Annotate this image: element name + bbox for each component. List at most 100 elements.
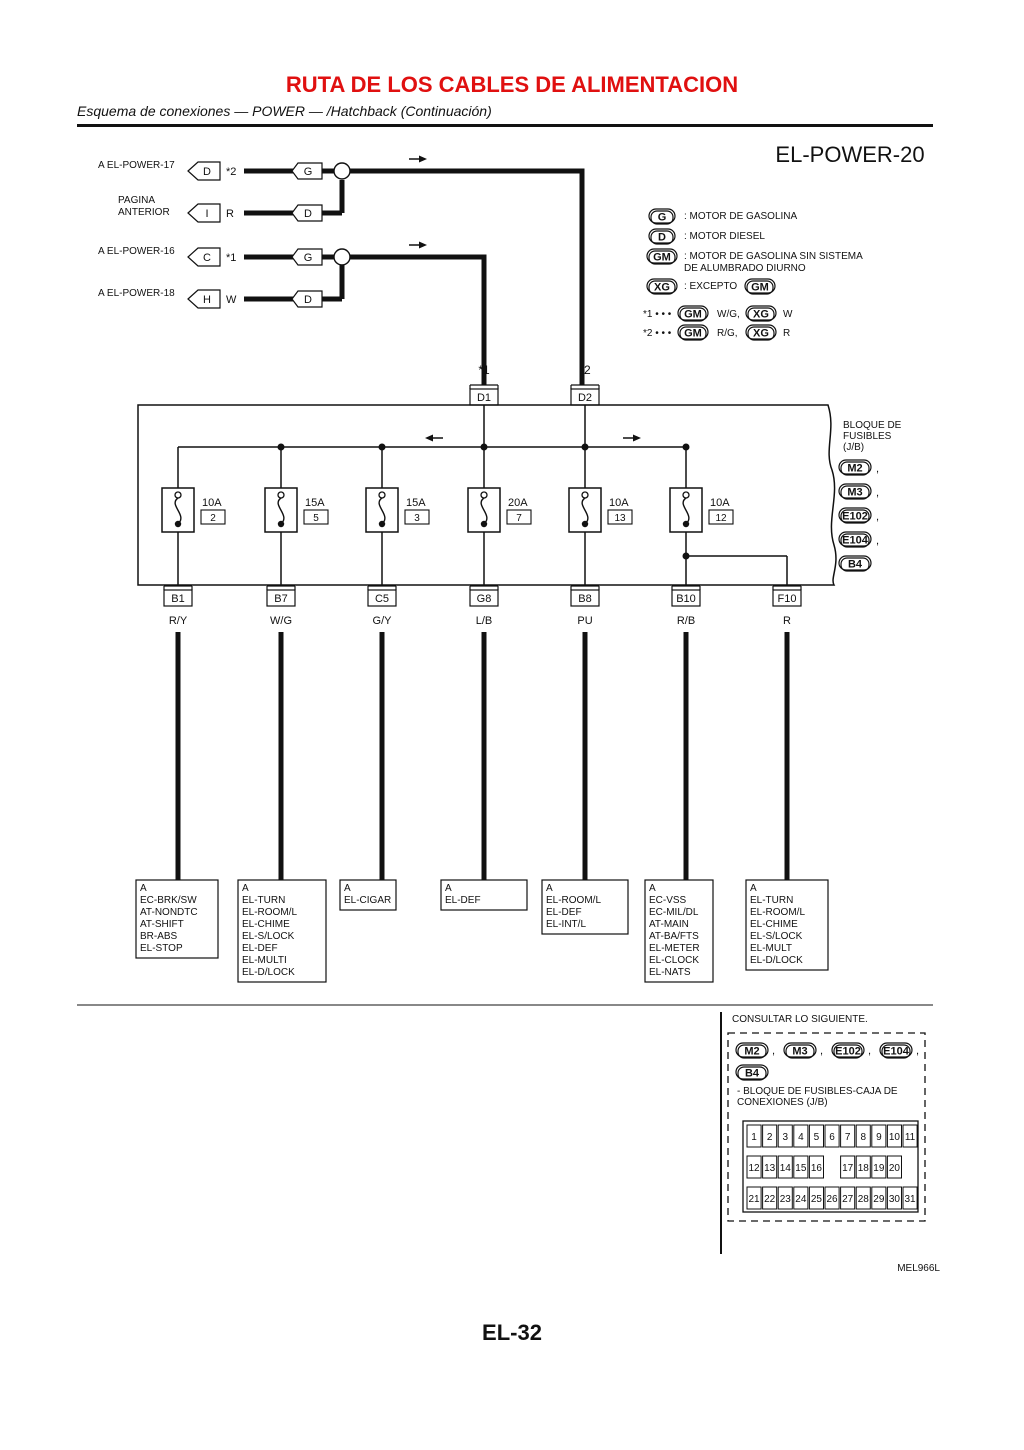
- output-4-ref-0: A: [546, 883, 553, 894]
- reference-cell-text-1-4: 16: [811, 1163, 823, 1174]
- fuse-block-sep-0: ,: [876, 463, 879, 475]
- fuse-block-connector-3-text: E104: [842, 535, 869, 547]
- reference-sep-2: ,: [868, 1045, 871, 1057]
- input-2-connector-circle: [333, 248, 351, 266]
- note-badge2-0-text: XG: [753, 309, 769, 321]
- fuse-block-connector-0-text: M2: [847, 463, 862, 475]
- reference-cell-1-3: [793, 1155, 809, 1179]
- reference-cell-2-6: [840, 1186, 856, 1210]
- fuse-block-sep-1: ,: [876, 487, 879, 499]
- output-4-connector: [570, 589, 600, 607]
- output-6-ref-0: A: [750, 883, 757, 894]
- legend-badge-0-inner: [650, 210, 674, 225]
- reference-cell-text-0-4: 5: [814, 1132, 820, 1143]
- output-6-ref-5: EL-MULT: [750, 943, 792, 954]
- output-1-ref-5: EL-DEF: [242, 943, 278, 954]
- output-4-ref-3: EL-INT/L: [546, 919, 586, 930]
- drop-connector-0-tab: [469, 384, 499, 389]
- reference-cell-text-0-8: 9: [876, 1132, 882, 1143]
- reference-cell-0-6: [840, 1124, 856, 1148]
- fuse-3-junction: [480, 443, 488, 451]
- reference-connector-4-inner: [737, 1066, 767, 1081]
- fuse-block-connector-3-inner: [840, 533, 870, 548]
- fuse-4-amp: 10A: [609, 497, 629, 509]
- legend-text-2-1: DE ALUMBRADO DIURNO: [684, 263, 806, 274]
- main-wire-2: [350, 168, 585, 385]
- input-2-badge-text: G: [304, 252, 313, 264]
- input-0-terminal-text: D: [203, 166, 211, 178]
- main-wire-1: [350, 254, 487, 385]
- reference-cell-0-3: [793, 1124, 809, 1148]
- fuse-block-label-2: (J/B): [843, 442, 864, 453]
- fuse-block-connector-4-inner: [840, 557, 870, 572]
- output-0-connector-label: B1: [171, 593, 184, 605]
- output-4-ref-2: EL-DEF: [546, 907, 582, 918]
- fuse-block-outline: [137, 404, 837, 586]
- note-badge1-0: [677, 305, 709, 321]
- output-5-ref-0: A: [649, 883, 656, 894]
- reference-cell-2-10: [902, 1186, 918, 1210]
- reference-title: CONSULTAR LO SIGUIENTE.: [732, 1014, 868, 1025]
- note-mark-0: *1 • • •: [643, 309, 672, 320]
- reference-sep-1: ,: [820, 1045, 823, 1057]
- output-1-ref-0: A: [242, 883, 249, 894]
- reference-connector-2-inner: [833, 1044, 863, 1059]
- legend-badge-3-inner: [648, 280, 676, 295]
- reference-cell-1-8: [871, 1155, 887, 1179]
- legend-badge-1-inner: [650, 230, 674, 245]
- output-0-connector: [163, 589, 193, 607]
- output-6-connector-tab: [772, 585, 802, 590]
- output-3-color: L/B: [476, 615, 493, 627]
- reference-cell-text-1-9: 20: [889, 1163, 901, 1174]
- reference-cell-text-2-10: 31: [904, 1194, 916, 1205]
- drop-connector-1-label: D2: [578, 392, 592, 404]
- fuse-0-bottom-pin: [174, 520, 182, 528]
- output-6-ref-1: EL-TURN: [750, 895, 793, 906]
- legend-text-3-0: : EXCEPTO: [684, 281, 737, 292]
- fuse-3-top-pin: [480, 491, 488, 499]
- output-2-connector-label: C5: [375, 593, 389, 605]
- output-3-ref-1: EL-DEF: [445, 895, 481, 906]
- note-badge1-0-inner: [679, 307, 707, 322]
- reference-connector-1-text: M3: [792, 1046, 807, 1058]
- reference-connector-1-inner: [785, 1044, 815, 1059]
- output-1-ref-2: EL-ROOM/L: [242, 907, 297, 918]
- output-6-ref-3: EL-CHIME: [750, 919, 798, 930]
- input-1-badge-text: D: [304, 208, 312, 220]
- output-5-ref-5: EL-METER: [649, 943, 700, 954]
- drop-mark-1: *2: [579, 363, 591, 377]
- reference-cell-2-9: [886, 1186, 903, 1210]
- reference-cell-0-8: [871, 1124, 887, 1148]
- reference-cell-text-2-5: 26: [826, 1194, 838, 1205]
- fuse-block-connector-2-inner: [840, 509, 870, 524]
- output-2-ref-1: EL-CIGAR: [344, 895, 391, 906]
- fuse-1-num-box: [303, 509, 329, 525]
- fuse-4-top-pin: [581, 491, 589, 499]
- fuse-block-sep-3: ,: [876, 535, 879, 547]
- reference-cell-0-10: [902, 1124, 918, 1148]
- output-6-connector-label: F10: [778, 593, 797, 605]
- fuse-block-connector-0-inner: [840, 461, 870, 476]
- input-2-terminal: [187, 247, 221, 267]
- reference-cell-text-2-3: 24: [795, 1194, 807, 1205]
- reference-cell-text-2-2: 23: [780, 1194, 792, 1205]
- drop-connector-1-tab: [570, 384, 600, 389]
- output-0-ref-4: BR-ABS: [140, 931, 178, 942]
- note-badge2-1-inner: [747, 326, 775, 341]
- reference-cell-2-7: [855, 1186, 871, 1210]
- output-5-connector-label: B10: [676, 593, 696, 605]
- reference-cell-2-8: [871, 1186, 887, 1210]
- fuse-5-num-box: [708, 509, 734, 525]
- note-color1-1: R/G,: [717, 328, 738, 339]
- reference-cell-text-2-0: 21: [748, 1194, 760, 1205]
- legend-text-0-0: : MOTOR DE GASOLINA: [684, 211, 797, 222]
- output-6-ref-6: EL-D/LOCK: [750, 955, 803, 966]
- reference-desc-0: - BLOQUE DE FUSIBLES-CAJA DE: [737, 1086, 898, 1097]
- legend-badge-2-text: GM: [653, 252, 671, 264]
- fuse-1-junction: [277, 443, 285, 451]
- reference-cell-text-0-3: 4: [798, 1132, 804, 1143]
- reference-connector-3-inner: [881, 1044, 911, 1059]
- input-0-badge-text: G: [304, 166, 313, 178]
- output-6-ref-box: [745, 879, 829, 971]
